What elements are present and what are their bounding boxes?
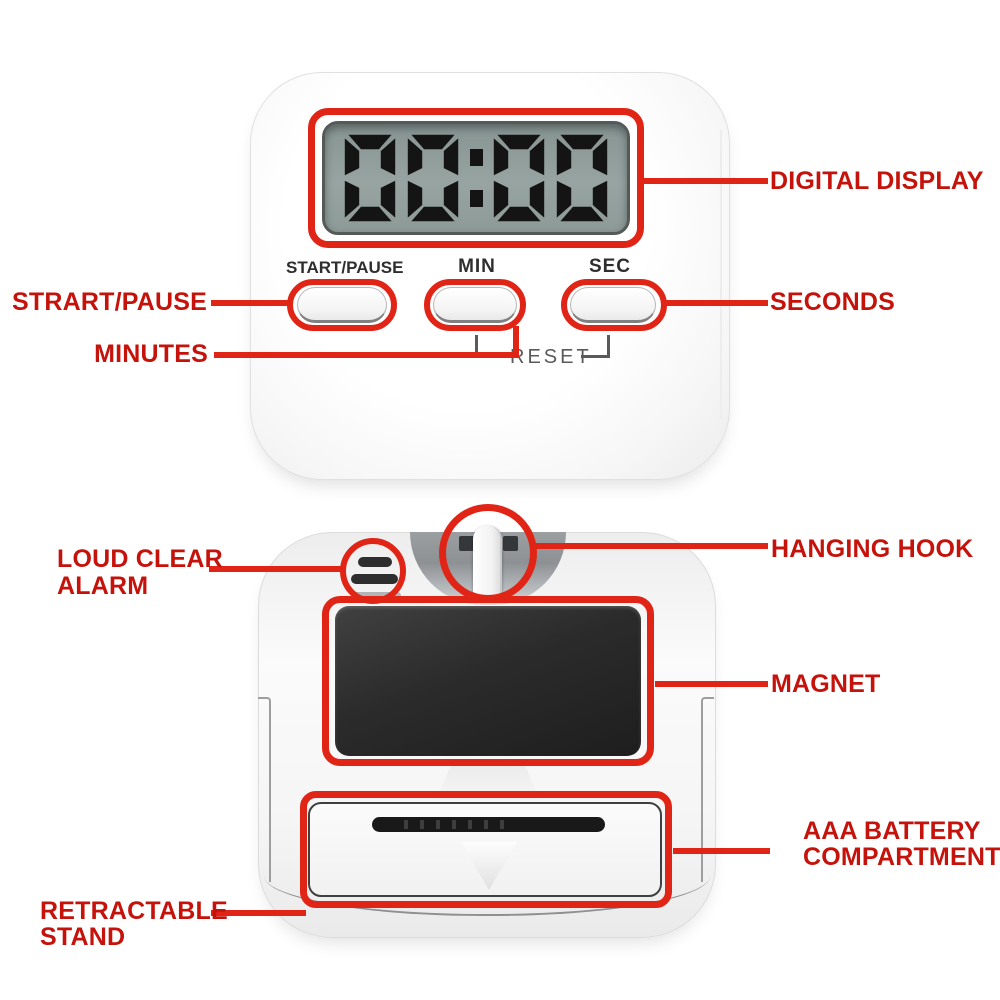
battery-leader-line (673, 848, 770, 854)
seconds-leader-line (666, 300, 768, 306)
lcd-digits (343, 132, 609, 224)
label-digital-display: DIGITAL DISPLAY (770, 167, 984, 195)
sec-caption: SEC (588, 256, 632, 277)
label-seconds: SECONDS (770, 288, 896, 316)
min-caption: MIN (458, 256, 496, 277)
label-aaa-battery-compartment: AAA BATTERY COMPARTMENT (803, 817, 1000, 871)
label-retractable-stand: RETRACTABLE STAND (40, 897, 228, 951)
alarm-leader-line (209, 566, 342, 572)
start-pause-caption: START/PAUSE (286, 258, 404, 277)
battery-door-slot (372, 817, 605, 832)
front-body-seam (720, 130, 722, 420)
reset-bracket-left-vertical (475, 335, 478, 357)
label-loud-clear-alarm: LOUD CLEAR ALARM (57, 545, 223, 600)
stand-seam-right (701, 697, 714, 882)
stand-seam-left (258, 697, 271, 882)
reset-caption: RESET (510, 346, 592, 368)
alarm-highlight-circle (340, 538, 406, 604)
magnet-pad (335, 606, 641, 756)
retractable-stand-edge (264, 872, 710, 916)
display-highlight-box (308, 108, 644, 248)
start-pause-highlight-box (287, 279, 397, 331)
magnet-leader-line (655, 681, 768, 687)
reset-bracket-right-vertical (607, 335, 610, 358)
start-pause-leader-line (211, 300, 289, 306)
reset-bracket-right-horizontal (581, 355, 609, 358)
min-highlight-box (424, 279, 526, 331)
label-minutes: MINUTES (94, 340, 208, 368)
lcd-digit (493, 134, 545, 222)
stand-leader-line (211, 910, 306, 916)
lcd-digit (556, 134, 608, 222)
minutes-leader-line (214, 352, 519, 358)
label-start-pause: STRART/PAUSE (11, 288, 207, 316)
magnet-highlight-box (322, 596, 654, 766)
hook-highlight-circle (439, 504, 537, 602)
lcd-colon (469, 132, 483, 224)
slot-embossed-marks (392, 820, 512, 829)
battery-highlight-box (300, 791, 672, 908)
hanging-hook-leader-line (534, 543, 768, 549)
minutes-leader-vertical (513, 326, 519, 358)
lcd-digit (344, 134, 396, 222)
lcd-digit (407, 134, 459, 222)
label-magnet: MAGNET (771, 670, 881, 698)
digital-display-leader-line (644, 178, 768, 184)
label-hanging-hook: HANGING HOOK (771, 535, 974, 563)
lcd-screen (322, 121, 630, 235)
sec-highlight-box (561, 279, 667, 331)
